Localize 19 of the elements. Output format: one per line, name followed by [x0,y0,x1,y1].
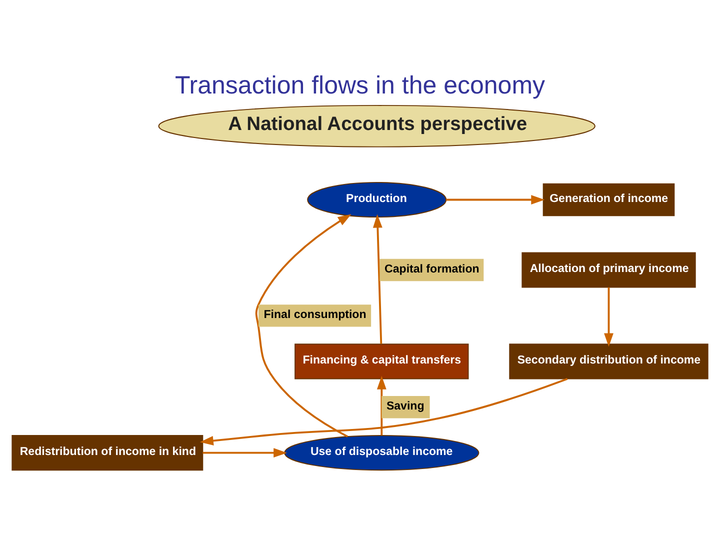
node-box: Allocation of primary income [522,252,696,288]
arrow [200,378,568,446]
node-ellipse: Use of disposable income [284,435,480,471]
arrow [604,287,614,347]
arrow [372,214,382,344]
node-box: Redistribution of income in kind [12,435,204,471]
edge-label: Final consumption [264,309,366,322]
node-box: Generation of income [540,181,677,218]
node-box: Secondary distribution of income [509,344,708,380]
edge-label: Saving [386,400,424,413]
arrow [376,376,386,436]
node-ellipse: Production [307,182,447,218]
arrow [202,448,288,458]
node-ellipse: A National Accounts perspective [158,104,596,148]
edge-label: Capital formation [384,264,480,276]
arrow [446,195,545,204]
arrow [255,214,352,438]
diagram-title: Transaction flows in the economy [174,72,546,100]
node-box: Financing & capital transfers [294,344,469,380]
